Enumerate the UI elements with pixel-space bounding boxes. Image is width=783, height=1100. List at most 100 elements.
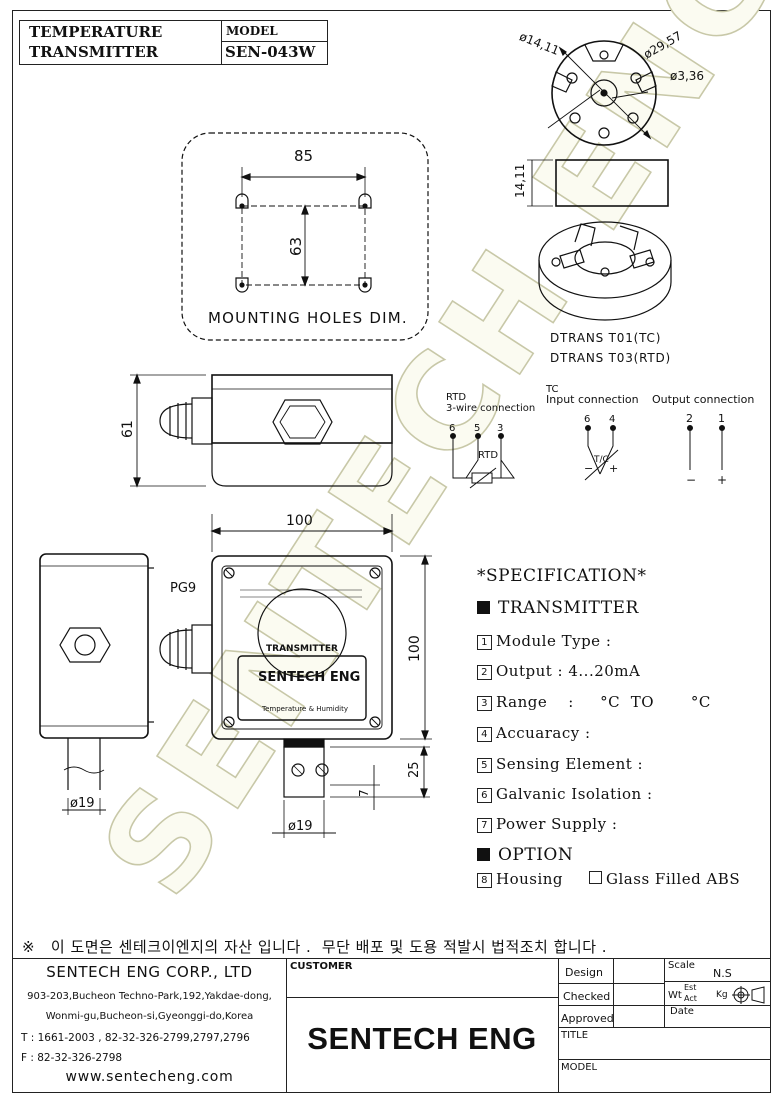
- customer-label: CUSTOMER: [290, 961, 353, 972]
- customer-panel: CUSTOMER SENTECH ENG: [286, 959, 559, 1093]
- model-cell: MODEL SEN-043W: [222, 21, 327, 64]
- rtd-title1: RTD: [446, 392, 466, 403]
- num-box: 5: [477, 758, 492, 773]
- tc-minus: −: [584, 462, 593, 475]
- module-top-view: [547, 40, 657, 146]
- act-label: Act: [684, 994, 697, 1003]
- scale-label: Scale: [668, 960, 695, 971]
- label-sub: Temperature & Humidity: [261, 705, 348, 713]
- spec-item-text: Range : °C TO °C: [496, 693, 711, 711]
- front-height: 100: [407, 635, 423, 662]
- design-label: Design: [565, 966, 603, 979]
- dim-d14: ø14,11: [517, 29, 561, 58]
- company-panel: SENTECH ENG CORP., LTD 903-203,Bucheon T…: [13, 959, 287, 1093]
- pg-label: PG9: [170, 581, 196, 596]
- num-box: 7: [477, 818, 492, 833]
- rtd-title2: 3-wire connection: [446, 403, 535, 414]
- spec-item-7: 7 Power Supply :: [477, 815, 617, 833]
- side-height: 61: [120, 420, 136, 438]
- spec-section-option: OPTION: [477, 845, 573, 865]
- title-line1: TEMPERATURE: [29, 23, 163, 41]
- date-label: Date: [670, 1006, 694, 1017]
- company-web[interactable]: www.sentecheng.com: [65, 1069, 234, 1085]
- mount-caption: MOUNTING HOLES DIM.: [208, 309, 408, 327]
- num-box: 8: [477, 873, 492, 888]
- num-box: 2: [477, 665, 492, 680]
- spec-item-text: Galvanic Isolation :: [496, 785, 653, 803]
- rtd-term-5: 5: [474, 423, 480, 434]
- tc-title2: Input connection: [546, 393, 639, 406]
- stem-length: 25: [407, 761, 422, 778]
- num-box: 3: [477, 696, 492, 711]
- stem-dia: ø19: [288, 819, 313, 834]
- technical-drawing: ø14,11 ø29,57 ø3,36 14,11 DTRANS T01(TC)…: [39, 29, 754, 838]
- spec-item-text: Accuaracy :: [496, 724, 591, 742]
- projection-symbol-icon: [732, 986, 765, 1004]
- spec-option-housing: 8 Housing Glass Filled ABS: [477, 870, 740, 888]
- front-width: 100: [286, 513, 313, 529]
- section1-label: TRANSMITTER: [498, 598, 639, 618]
- spec-item-text: Power Supply :: [496, 815, 618, 833]
- checked-label: Checked: [563, 990, 611, 1003]
- out-term-2: 2: [686, 412, 693, 425]
- mounting-outline: [181, 132, 429, 341]
- company-addr2: Wonmi-gu,Bucheon-si,Gyeonggi-do,Korea: [45, 1011, 254, 1022]
- mount-width: 85: [294, 147, 313, 165]
- num-box: 1: [477, 635, 492, 650]
- dim-d29: ø29,57: [641, 29, 684, 62]
- section2-label: OPTION: [498, 845, 574, 865]
- drawing-frame: [12, 10, 771, 1093]
- output-wiring: [687, 425, 725, 470]
- out-title: Output connection: [652, 393, 754, 406]
- title-line2: TRANSMITTER: [29, 43, 159, 61]
- spec-item-6: 6 Galvanic Isolation :: [477, 785, 653, 803]
- checkbox-icon[interactable]: [589, 871, 603, 884]
- approved-label: Approved: [561, 1012, 614, 1025]
- est-label: Est: [684, 983, 697, 992]
- rtd-wiring: [450, 433, 515, 489]
- side-view: [130, 373, 393, 488]
- model-label-footer: MODEL: [561, 1062, 598, 1073]
- company-name: SENTECH ENG CORP., LTD: [46, 963, 253, 981]
- label-brand: SENTECH ENG: [258, 670, 360, 685]
- company-fax: F : 82-32-326-2798: [21, 1052, 123, 1064]
- option-choice: Glass Filled ABS: [606, 870, 741, 888]
- tc-title1: TC: [545, 384, 559, 395]
- bullet-square: [477, 848, 490, 861]
- kg-label: Kg: [716, 990, 728, 1000]
- num-box: 4: [477, 727, 492, 742]
- module-label-rtd: DTRANS T03(RTD): [550, 351, 671, 365]
- label-top: TRANSMITTER: [266, 644, 338, 654]
- tc-wiring: [584, 425, 619, 481]
- spec-item-4: 4 Accuaracy :: [477, 724, 591, 742]
- module-isometric: [538, 221, 672, 321]
- spec-section-transmitter: TRANSMITTER: [477, 598, 639, 618]
- option-text: Housing: [496, 870, 564, 888]
- mounting-holes: [235, 167, 372, 293]
- tc-plus: +: [609, 462, 618, 475]
- model-label: MODEL: [226, 24, 278, 38]
- module-label-tc: DTRANS T01(TC): [550, 331, 661, 345]
- end-view: [39, 553, 154, 815]
- mount-height: 63: [287, 237, 305, 256]
- signoff-panel: Design Checked Approved Scale N.S Wt Est…: [558, 959, 770, 1093]
- spec-item-1: 1 Module Type :: [477, 632, 611, 650]
- title-label: TITLE: [561, 1030, 589, 1041]
- tc-label: T/C: [593, 455, 609, 465]
- bullet-square: [477, 601, 490, 614]
- left-dia: ø19: [70, 796, 95, 811]
- spec-item-3: 3 Range : °C TO °C: [477, 693, 711, 711]
- stem-tip: 7: [357, 789, 371, 797]
- front-view: [159, 514, 432, 838]
- scale-value: N.S: [713, 967, 732, 980]
- tc-term-6: 6: [584, 414, 590, 425]
- rtd-label: RTD: [478, 450, 498, 461]
- num-box: 6: [477, 788, 492, 803]
- out-plus: +: [717, 473, 727, 487]
- out-minus: −: [686, 473, 696, 487]
- spec-item-text: Module Type :: [496, 632, 612, 650]
- out-term-1: 1: [718, 412, 725, 425]
